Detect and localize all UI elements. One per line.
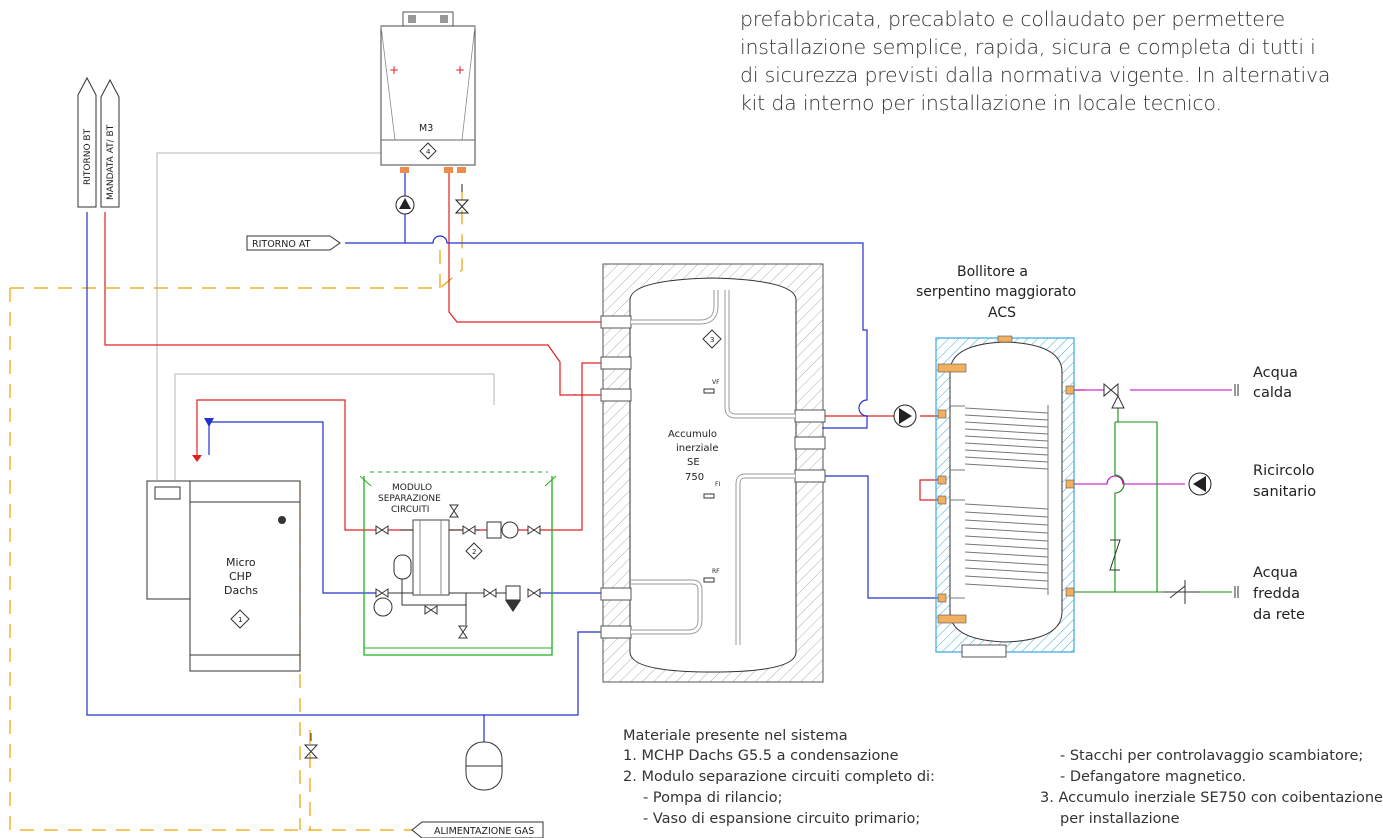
return-lines (86, 172, 940, 742)
paragraph-line-1: prefabbricata, precablato e collaudato p… (740, 7, 1285, 31)
tank-label-2: inerziale (676, 443, 718, 454)
gas-valve-icon (454, 184, 470, 214)
ricircolo-label-2: sanitario (1253, 484, 1316, 500)
mains-water-lines (1070, 405, 1232, 593)
materials-item-2a: - Pompa di rilancio; (643, 790, 783, 806)
tank-label-4: 750 (685, 472, 704, 483)
ricircolo-label-1: Ricircolo (1253, 463, 1315, 479)
ritorno-bt-label: RITORNO BT (83, 128, 93, 185)
paragraph-line-2: installazione semplice, rapida, sicura e… (740, 35, 1316, 59)
control-wiring (156, 152, 495, 480)
check-valve-icon (1109, 539, 1200, 604)
drinking-water-lines (1070, 389, 1232, 485)
acqua-fredda-label-2: fredda (1253, 586, 1300, 602)
ritorno-at-label: RITORNO AT (252, 239, 311, 250)
tag-mandata-at-bt: MANDATA AT/ BT (100, 78, 120, 208)
separation-module: MODULO SEPARAZIONE CIRCUITI 2 (359, 471, 557, 656)
tag-ritorno-at: RITORNO AT (246, 235, 341, 251)
materials-item-2c: - Stacchi per controlavaggio scambiatore… (1060, 748, 1364, 764)
materials-item-2d: - Defangatore magnetico. (1060, 769, 1247, 785)
paragraph-line-3: di sicurezza previsti dalla normativa vi… (740, 63, 1331, 87)
boiler-pump-icon (395, 195, 415, 215)
circulation-pump-icon (893, 404, 917, 428)
chp-label-2: CHP (229, 570, 252, 583)
sensor-vf-label: VF (712, 379, 720, 386)
mandata-at-bt-label: MANDATA AT/ BT (106, 124, 116, 200)
bollitore-label-2: serpentino maggiorato (916, 284, 1076, 300)
pipe-end-icons (1234, 384, 1239, 598)
tag-alimentazione-gas: ALIMENTAZIONE GAS (411, 821, 544, 838)
bollitore-label-3: ACS (988, 305, 1016, 321)
hydraulic-schematic: RITORNO BT MANDATA AT/ BT RITORNO AT ALI… (9, 11, 1316, 838)
gas-valve-bottom-icon (303, 733, 319, 759)
chp-label-1: Micro (226, 556, 256, 569)
boiler-m3-label: M3 (419, 123, 433, 134)
outlet-labels: Acqua calda Ricircolo sanitario Acqua fr… (1253, 365, 1316, 623)
description-paragraph: prefabbricata, precablato e collaudato p… (740, 5, 1340, 117)
acqua-calda-label-1: Acqua (1253, 365, 1298, 381)
tank-label-3: SE (687, 457, 700, 468)
expansion-vessel-icon (465, 741, 503, 791)
mixing-valve-icon (1103, 382, 1125, 409)
paragraph-line-4: kit da interno per installazione in loca… (740, 91, 1222, 115)
module-label-2: SEPARAZIONE (378, 494, 441, 504)
bollitore-label-1: Bollitore a (957, 264, 1028, 280)
alimentazione-gas-label: ALIMENTAZIONE GAS (434, 826, 534, 837)
materials-title: Materiale presente nel sistema (623, 728, 848, 744)
materials-item-2: 2. Modulo separazione circuiti completo … (623, 769, 935, 785)
module-number: 2 (472, 548, 476, 556)
materials-item-3a: per installazione (1060, 811, 1180, 827)
acqua-calda-label-2: calda (1253, 385, 1292, 401)
svg-text:+: + (455, 63, 465, 77)
boiler-number: 4 (426, 148, 431, 156)
acqua-fredda-label-3: da rete (1253, 607, 1305, 623)
materials-item-3: 3. Accumulo inerziale SE750 con coibenta… (1040, 790, 1383, 806)
buffer-tank: Accumulo inerziale SE 750 3 VF FI RF (600, 263, 826, 683)
materials-item-2b: - Vaso di espansione circuito primario; (643, 811, 921, 827)
acqua-fredda-label-1: Acqua (1253, 565, 1298, 581)
tank-label-1: Accumulo (668, 429, 717, 440)
recirculation-pump-icon (1188, 472, 1212, 496)
tag-ritorno-bt: RITORNO BT (77, 76, 97, 208)
boiler-m3: + + M3 4 (380, 11, 476, 173)
chp-label-3: Dachs (224, 584, 258, 597)
micro-chp-unit: Micro CHP Dachs 1 (146, 418, 301, 672)
sensor-rf-label: RF (712, 568, 720, 575)
chp-number: 1 (238, 616, 242, 624)
acs-boiler: Bollitore a serpentino maggiorato ACS (916, 264, 1076, 658)
tank-number: 3 (710, 336, 714, 344)
svg-text:+: + (389, 63, 399, 77)
module-label-1: MODULO (392, 483, 432, 493)
materials-item-1: 1. MCHP Dachs G5.5 a condensazione (623, 748, 899, 764)
module-label-3: CIRCUITI (391, 505, 429, 515)
sensor-fi-label: FI (715, 481, 720, 488)
